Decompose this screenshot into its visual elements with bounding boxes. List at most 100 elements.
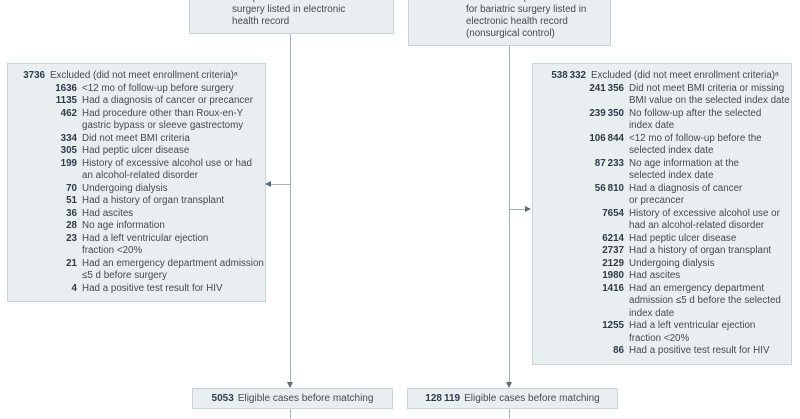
exclusion-header: 538 332 Excluded (did not meet enrollmen…	[540, 70, 786, 83]
exclusion-item-label: Had a positive test result for HIV	[629, 345, 770, 356]
exclusion-item-count: 241 356	[589, 82, 624, 94]
exclusion-item: 6214 Had peptic ulcer disease	[540, 233, 786, 246]
exclusion-item: 1980 Had ascites	[540, 270, 786, 283]
surgical-exclusion-branch-line	[271, 184, 291, 185]
exclusion-item: 1135 Had a diagnosis of cancer or precan…	[15, 95, 260, 108]
surgical-cohort-count: 8789	[196, 0, 227, 4]
exclusion-item: 106 844 <12 mo of follow-up before the s…	[540, 133, 786, 158]
exclusion-item: 56 810 Had a diagnosis of cancer or prec…	[540, 183, 786, 208]
exclusion-item: 28 No age information	[15, 220, 260, 233]
nonsurgical-excluded-label: Excluded (did not meet enrollment criter…	[591, 70, 779, 81]
nonsurgical-excluded-count: 538 332	[551, 70, 586, 81]
exclusion-item-label: Had a history of organ transplant	[82, 195, 225, 206]
surgical-flow-line-continued	[290, 409, 291, 419]
exclusion-item-count: 86	[613, 345, 624, 356]
surgical-excluded-count: 3736	[23, 70, 45, 81]
nonsurgical-flow-line-continued	[509, 409, 510, 419]
exclusion-item: 2129 Undergoing dialysis	[540, 258, 786, 271]
exclusion-item-label: Had a history of organ transplant	[629, 245, 772, 256]
exclusion-item-count: 305	[60, 145, 77, 156]
nonsurgical-cohort-label: Did not have procedure code for bariatri…	[466, 0, 592, 39]
exclusion-item-count: 2737	[602, 245, 624, 256]
exclusion-item-count: 4	[71, 282, 77, 294]
exclusion-item-count: 7654	[602, 207, 624, 219]
box-nonsurgical-cohort: 666 451 Did not have procedure code for …	[408, 0, 611, 46]
exclusion-item: 51 Had a history of organ transplant	[15, 195, 260, 208]
exclusion-item: 36 Had ascites	[15, 208, 260, 221]
exclusion-item-count: 199	[60, 157, 77, 169]
box-surgical-cohort: 8789 Had procedure code for bariatric su…	[189, 0, 394, 34]
exclusion-item-count: 2129	[602, 257, 624, 269]
box-nonsurgical-eligible: 128 119 Eligible cases before matching	[407, 388, 618, 409]
exclusion-item: 239 350 No follow-up after the selected …	[540, 108, 786, 133]
exclusion-item-count: 462	[60, 107, 77, 119]
exclusion-item-count: 51	[66, 195, 77, 206]
arrow-down-icon	[505, 382, 512, 388]
exclusion-item-label: Had a left ventricular ejection fraction…	[82, 232, 209, 257]
exclusion-item-label: Had a diagnosis of cancer or precancer	[82, 95, 253, 106]
exclusion-item-label: <12 mo of follow-up before surgery	[82, 82, 234, 94]
exclusion-item: 1636 <12 mo of follow-up before surgery	[15, 83, 260, 96]
nonsurgical-exclusion-branch-line	[509, 209, 526, 210]
exclusion-item: 305 Had peptic ulcer disease	[15, 145, 260, 158]
exclusion-item: 21 Had an emergency department admission…	[15, 258, 264, 283]
nonsurgical-eligible-count: 128 119	[425, 392, 461, 404]
exclusion-item-label: Had an emergency department admission ≤5…	[82, 257, 264, 282]
arrow-right-icon	[525, 205, 531, 212]
exclusion-item-label: Had an emergency department admission ≤5…	[629, 282, 781, 319]
exclusion-item: 86 Had a positive test result for HIV	[540, 345, 786, 358]
exclusion-item-label: History of excessive alcohol use or had …	[82, 157, 252, 182]
exclusion-item: 23 Had a left ventricular ejection fract…	[15, 233, 260, 258]
arrow-down-icon	[286, 382, 293, 388]
cohort-row: 666 451 Did not have procedure code for …	[415, 0, 607, 40]
exclusion-item-label: Had a left ventricular ejection fraction…	[629, 320, 756, 344]
exclusion-item-label: History of excessive alcohol use or had …	[629, 207, 780, 232]
exclusion-item-count: 106 844	[589, 132, 624, 144]
exclusion-item-label: <12 mo of follow-up before the selected …	[629, 132, 762, 157]
box-surgical-exclusions: 3736 Excluded (did not meet enrollment c…	[7, 63, 266, 302]
cohort-row: 8789 Had procedure code for bariatric su…	[196, 0, 390, 28]
exclusion-item: 7654 History of excessive alcohol use or…	[540, 208, 786, 233]
exclusion-item-count: 56 810	[594, 182, 624, 194]
exclusion-item: 199 History of excessive alcohol use or …	[15, 158, 260, 183]
exclusion-item-label: Had a diagnosis of cancer or precancer	[629, 182, 743, 207]
exclusion-item: 334 Did not meet BMI criteria	[15, 133, 260, 146]
exclusion-item-label: Did not meet BMI criteria	[82, 132, 190, 144]
exclusion-item: 1416 Had an emergency department admissi…	[540, 283, 786, 321]
nonsurgical-cohort-count: 666 451	[415, 0, 461, 4]
exclusion-item-count: 1636	[55, 82, 77, 94]
exclusion-item-label: Had procedure other than Roux-en-Y gastr…	[82, 107, 244, 132]
exclusion-item-label: Had peptic ulcer disease	[82, 145, 190, 156]
exclusion-items: 241 356 Did not meet BMI criteria or mis…	[540, 82, 789, 358]
exclusion-item-count: 6214	[602, 232, 624, 244]
surgical-eligible-count: 5053	[211, 392, 234, 404]
exclusion-item: 87 233 No age information at the selecte…	[540, 158, 786, 183]
exclusion-item-label: Had a positive test result for HIV	[82, 282, 223, 294]
exclusion-item-count: 1980	[602, 270, 624, 281]
exclusion-item-count: 334	[60, 132, 77, 144]
exclusion-item: 2737 Had a history of organ transplant	[540, 245, 786, 258]
box-surgical-eligible: 5053 Eligible cases before matching	[192, 388, 393, 409]
nonsurgical-flow-line	[509, 46, 510, 383]
exclusion-item-label: Had peptic ulcer disease	[629, 232, 737, 244]
exclusion-item: 70 Undergoing dialysis	[15, 183, 260, 196]
exclusion-item-label: Undergoing dialysis	[629, 257, 715, 269]
exclusion-item-count: 1255	[602, 320, 624, 331]
surgical-flow-line	[290, 34, 291, 383]
exclusion-item-label: No age information at the selected index…	[629, 157, 740, 182]
exclusion-item-count: 28	[66, 220, 77, 231]
exclusion-item: 1255 Had a left ventricular ejection fra…	[540, 320, 786, 345]
arrow-left-icon	[265, 180, 271, 187]
surgical-eligible-label: Eligible cases before matching	[237, 392, 374, 404]
exclusion-item-count: 1416	[602, 282, 624, 294]
exclusion-item-label: Did not meet BMI criteria or missing BMI…	[629, 82, 790, 107]
surgical-cohort-label: Had procedure code for bariatric surgery…	[232, 0, 373, 27]
exclusion-item-label: No age information	[82, 220, 165, 231]
exclusion-item-count: 70	[66, 182, 77, 194]
exclusion-item-label: Undergoing dialysis	[82, 182, 168, 194]
surgical-excluded-label: Excluded (did not meet enrollment criter…	[50, 70, 238, 81]
exclusion-item-count: 23	[66, 232, 77, 244]
exclusion-item-count: 36	[66, 207, 77, 219]
exclusion-item: 241 356 Did not meet BMI criteria or mis…	[540, 82, 789, 108]
